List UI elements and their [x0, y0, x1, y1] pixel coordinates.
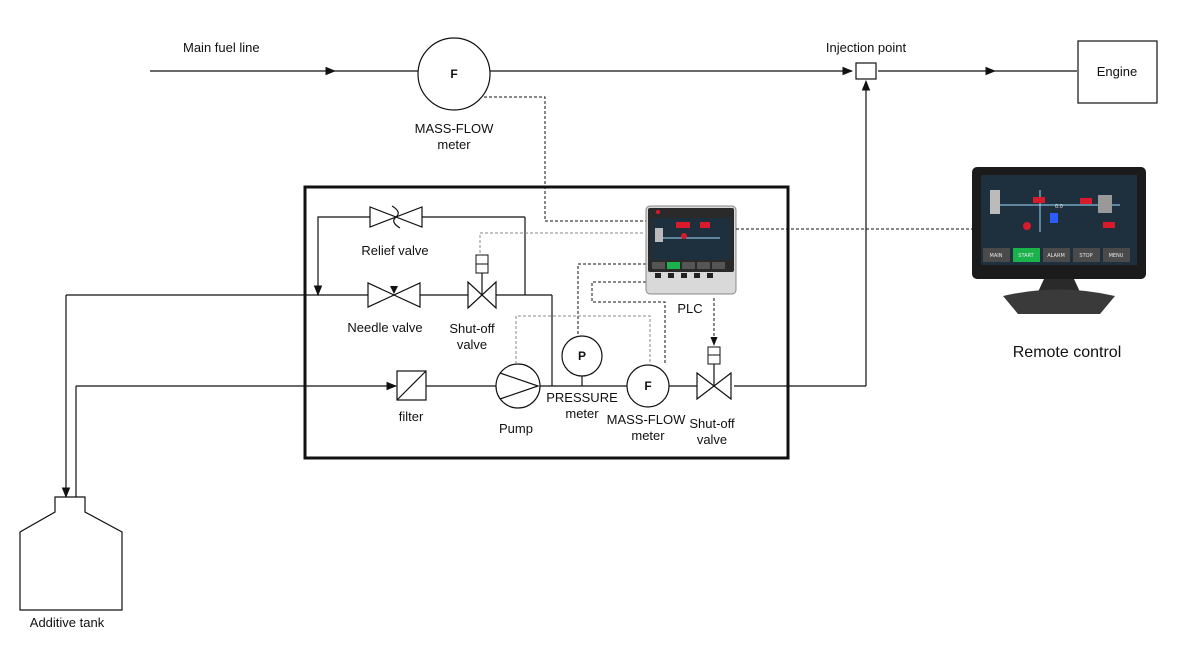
- monitor-stand: [1003, 279, 1115, 314]
- flow-symbol-bottom: F: [644, 379, 651, 393]
- injection-point-label: Injection point: [826, 40, 907, 55]
- pump-label: Pump: [499, 421, 533, 436]
- mass-flow-bottom-label-2: meter: [631, 428, 665, 443]
- relief-loop-piping: [313, 216, 526, 297]
- shutoff-valve-1-icon: [467, 254, 497, 310]
- shutoff-valve-2-label-2: valve: [697, 432, 727, 447]
- pressure-meter-label-1: PRESSURE: [546, 390, 618, 405]
- mass-flow-top-label-1: MASS-FLOW: [415, 121, 494, 136]
- hmi-button-start-label: START: [1018, 253, 1034, 259]
- hmi-button-main-label: MAIN: [990, 253, 1003, 259]
- mass-flow-bottom-label-1: MASS-FLOW: [607, 412, 686, 427]
- monitor-button-bar: MAIN START ALARM STOP MENU: [983, 248, 1130, 262]
- needle-valve-icon: [367, 282, 421, 308]
- mass-flow-meter-bottom: F: [626, 364, 670, 408]
- needle-valve-label: Needle valve: [347, 320, 422, 335]
- mass-flow-meter-top: F: [417, 37, 491, 111]
- plc-label: PLC: [677, 301, 702, 316]
- additive-tank-label: Additive tank: [30, 615, 105, 630]
- mass-flow-top-label-2: meter: [437, 137, 471, 152]
- hmi-button-alarm-label: ALARM: [1047, 253, 1065, 259]
- hmi-button-menu: [1103, 248, 1130, 262]
- filter-icon: [396, 370, 427, 401]
- pump-icon: [495, 363, 541, 409]
- hmi-button-stop-label: STOP: [1079, 253, 1092, 259]
- injection-point-box: [855, 62, 877, 80]
- hmi-button-menu-label: MENU: [1109, 253, 1124, 259]
- additive-tank-icon: [19, 496, 123, 611]
- monitor-icon: 0.0: [972, 167, 1146, 279]
- monitor-readout: 0.0: [1055, 204, 1063, 210]
- skid-enclosure: [303, 185, 790, 460]
- hmi-button-alarm: [1043, 248, 1070, 262]
- relief-valve-label: Relief valve: [361, 243, 428, 258]
- hmi-button-main: [983, 248, 1010, 262]
- shutoff-valve-2-label-1: Shut-off: [689, 416, 735, 431]
- shutoff-valve-2-icon: [696, 346, 732, 401]
- hmi-button-stop: [1073, 248, 1100, 262]
- hmi-button-start: [1013, 248, 1040, 262]
- shutoff-valve-1-label-2: valve: [457, 337, 487, 352]
- pressure-meter-label-2: meter: [565, 406, 599, 421]
- relief-valve-icon: [369, 205, 423, 229]
- signal-line-top-meter: [484, 96, 650, 222]
- main-fuel-line-label: Main fuel line: [183, 40, 260, 55]
- flow-symbol-top: F: [450, 67, 457, 81]
- engine-label: Engine: [1097, 64, 1137, 79]
- plc-device-icon: [645, 205, 737, 295]
- filter-label: filter: [399, 409, 424, 424]
- engine-box: [1077, 40, 1158, 104]
- remote-control-label: Remote control: [1013, 344, 1122, 361]
- pressure-symbol: P: [578, 349, 586, 363]
- shutoff-valve-1-label-1: Shut-off: [449, 321, 495, 336]
- skid-signal-lines: [479, 232, 718, 365]
- suction-line: [75, 79, 871, 497]
- pressure-meter-icon: P: [561, 335, 603, 386]
